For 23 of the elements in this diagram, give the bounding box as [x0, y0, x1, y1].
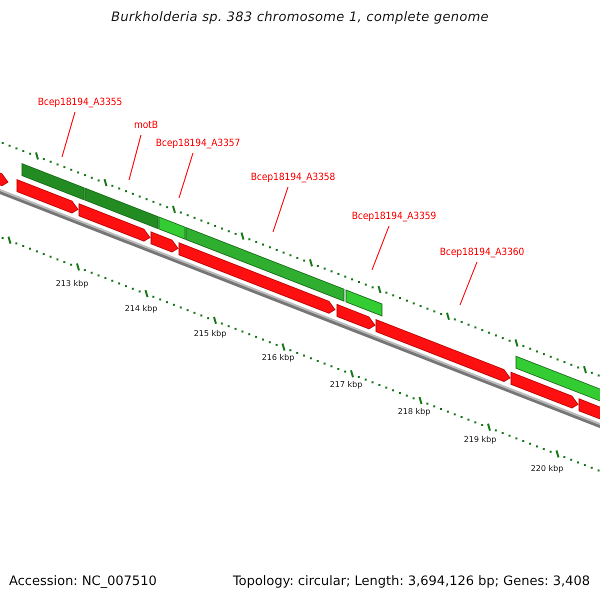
scale-label: 216 kbp — [262, 353, 294, 362]
leader-line — [460, 262, 478, 306]
scale-label: 220 kbp — [530, 464, 564, 473]
gene-label: motB — [134, 120, 158, 131]
scale-label: 215 kbp — [194, 329, 226, 338]
scale-label: 213 kbp — [56, 279, 88, 288]
leader-line — [178, 152, 194, 198]
leader-line — [62, 112, 76, 158]
scale-label: 218 kbp — [398, 407, 430, 416]
gene-label: Bcep18194_A3359 — [352, 211, 436, 222]
scale-label: 219 kbp — [464, 435, 496, 444]
gene-label: Bcep18194_A3357 — [156, 138, 240, 149]
title: Burkholderia sp. 383 chromosome 1, complete genome — [111, 10, 489, 25]
gene-label: Bcep18194_A3355 — [38, 97, 122, 108]
accession-text: Accession: NC_007510 — [9, 574, 157, 589]
scale-label: 217 kbp — [330, 380, 362, 389]
genome-info-text: Topology: circular; Length: 3,694,126 bp; Genes: 3,408 — [232, 574, 590, 589]
leader-line — [128, 134, 142, 180]
gene-label: Bcep18194_A3360 — [440, 247, 524, 258]
scale-label: 214 kbp — [124, 304, 158, 313]
leader-line — [372, 226, 390, 270]
leader-line — [272, 186, 288, 232]
gene-label: Bcep18194_A3358 — [250, 172, 336, 183]
